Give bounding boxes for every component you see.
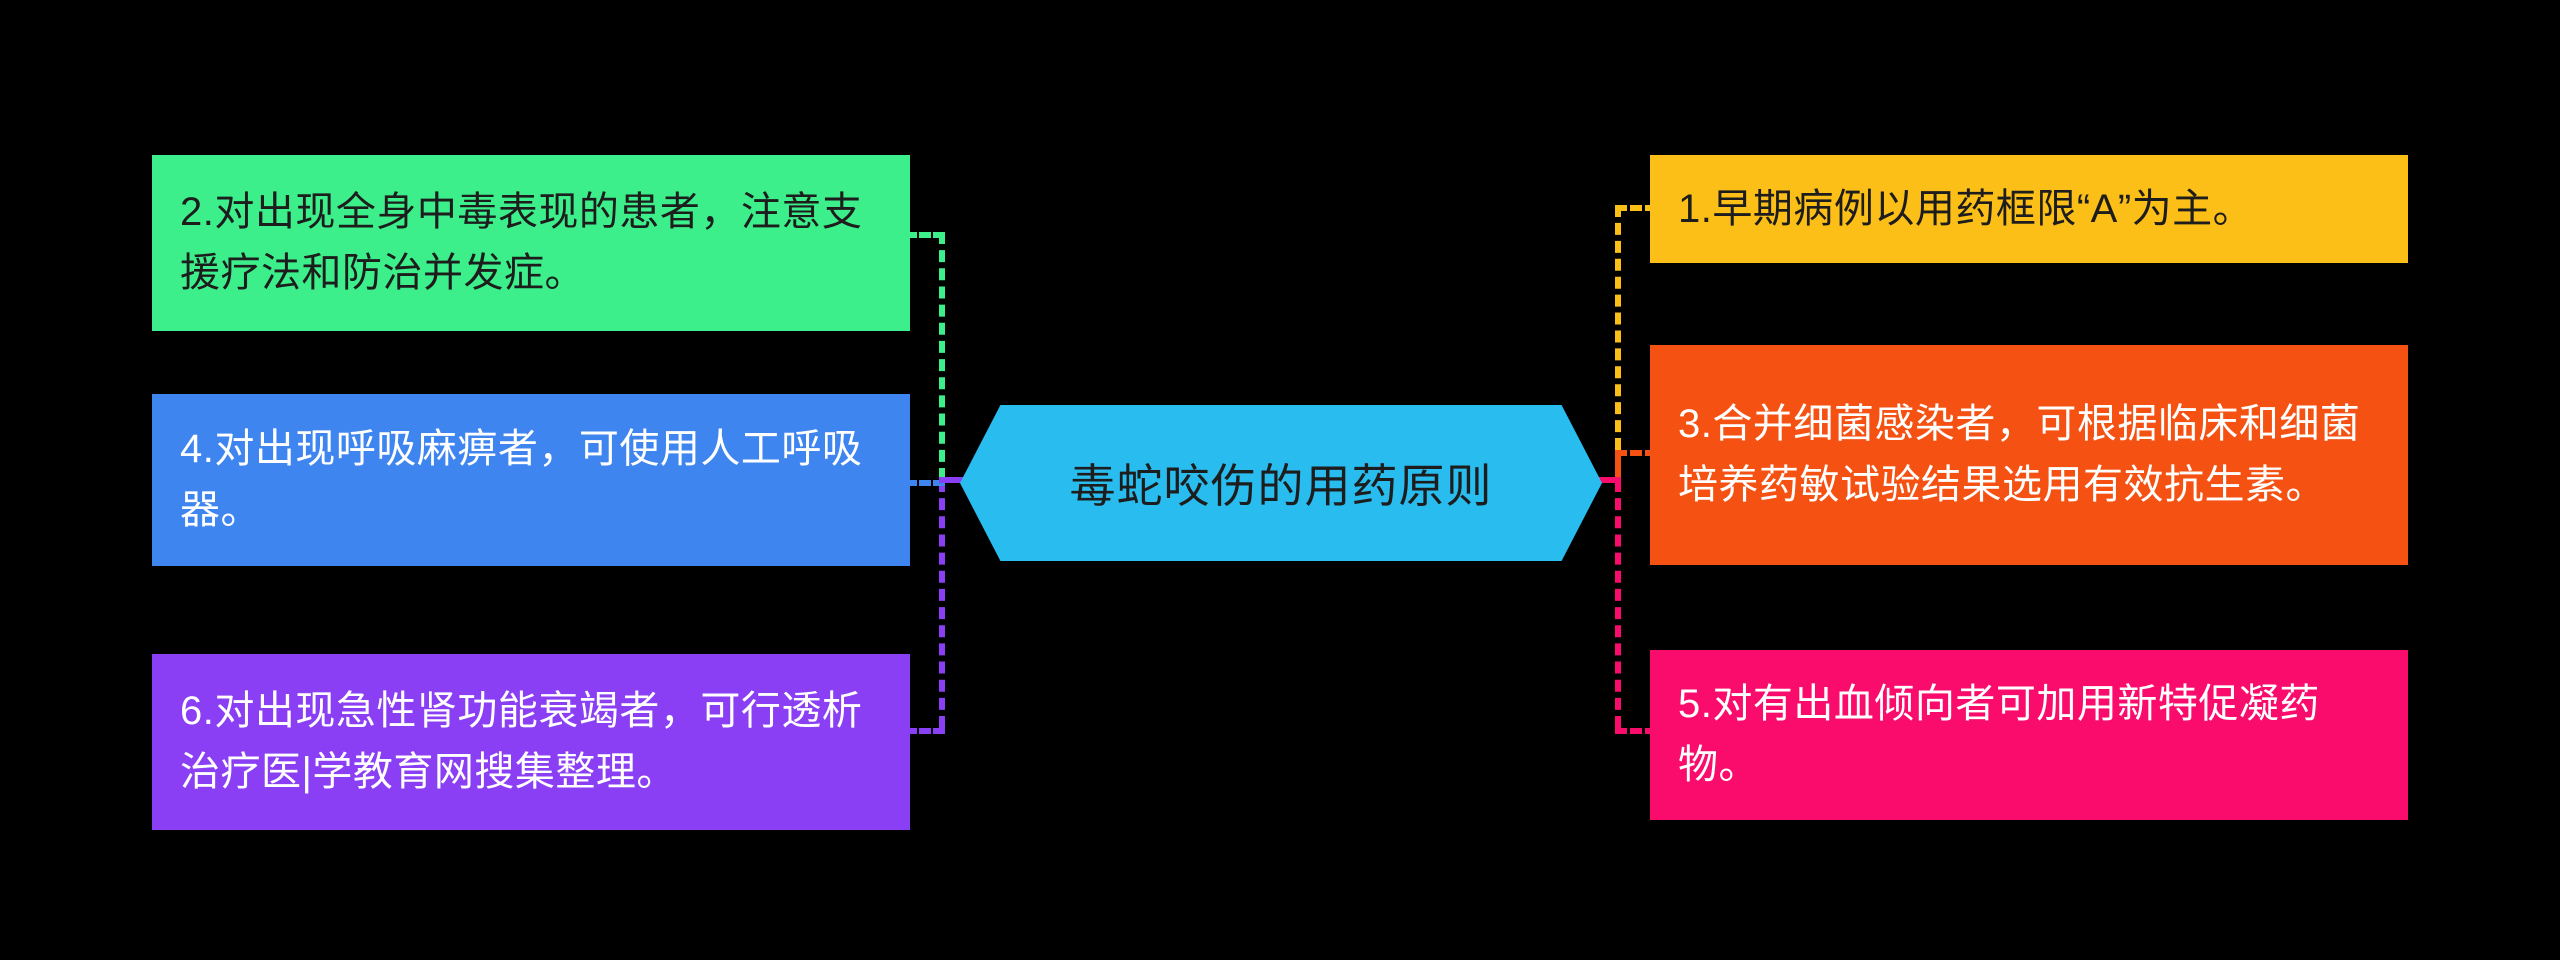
node-label-4: 4.对出现呼吸麻痹者，可使用人工呼吸器。 bbox=[180, 427, 863, 532]
node-box-3[interactable]: 3.合并细菌感染者，可根据临床和细菌培养药敏试验结果选用有效抗生素。 bbox=[1650, 345, 2408, 565]
connector-spine-left-upper bbox=[939, 232, 945, 480]
connector-hub-left-feeder bbox=[939, 477, 983, 483]
node-box-6[interactable]: 6.对出现急性肾功能衰竭者，可行透析治疗医|学教育网搜集整理。 bbox=[152, 654, 910, 830]
connector-stub-node-1 bbox=[1615, 205, 1657, 211]
connector-spine-right-upper bbox=[1615, 205, 1621, 450]
connector-stub-node-3 bbox=[1615, 450, 1657, 456]
connector-stub-node-2 bbox=[905, 232, 945, 238]
connector-spine-left-lower bbox=[939, 480, 945, 728]
center-node-label: 毒蛇咬伤的用药原则 bbox=[1069, 460, 1493, 512]
node-label-1: 1.早期病例以用药框限“A”为主。 bbox=[1678, 186, 2254, 231]
connector-stub-node-6 bbox=[905, 728, 945, 734]
node-label-5: 5.对有出血倾向者可加用新特促凝药物。 bbox=[1678, 682, 2320, 787]
center-hexagon-node[interactable]: 毒蛇咬伤的用药原则 bbox=[960, 405, 1602, 561]
node-box-5[interactable]: 5.对有出血倾向者可加用新特促凝药物。 bbox=[1650, 650, 2408, 820]
node-box-1[interactable]: 1.早期病例以用药框限“A”为主。 bbox=[1650, 155, 2408, 263]
node-label-6: 6.对出现急性肾功能衰竭者，可行透析治疗医|学教育网搜集整理。 bbox=[180, 689, 863, 794]
connector-spine-right-middle bbox=[1615, 450, 1621, 480]
node-box-4[interactable]: 4.对出现呼吸麻痹者，可使用人工呼吸器。 bbox=[152, 394, 910, 566]
node-label-2: 2.对出现全身中毒表现的患者，注意支援疗法和防治并发症。 bbox=[180, 190, 863, 295]
connector-stub-node-5 bbox=[1615, 728, 1657, 734]
node-label-3: 3.合并细菌感染者，可根据临床和细菌培养药敏试验结果选用有效抗生素。 bbox=[1678, 402, 2361, 507]
connector-stub-node-4 bbox=[905, 480, 945, 486]
connector-spine-right-lower bbox=[1615, 480, 1621, 728]
node-box-2[interactable]: 2.对出现全身中毒表现的患者，注意支援疗法和防治并发症。 bbox=[152, 155, 910, 331]
